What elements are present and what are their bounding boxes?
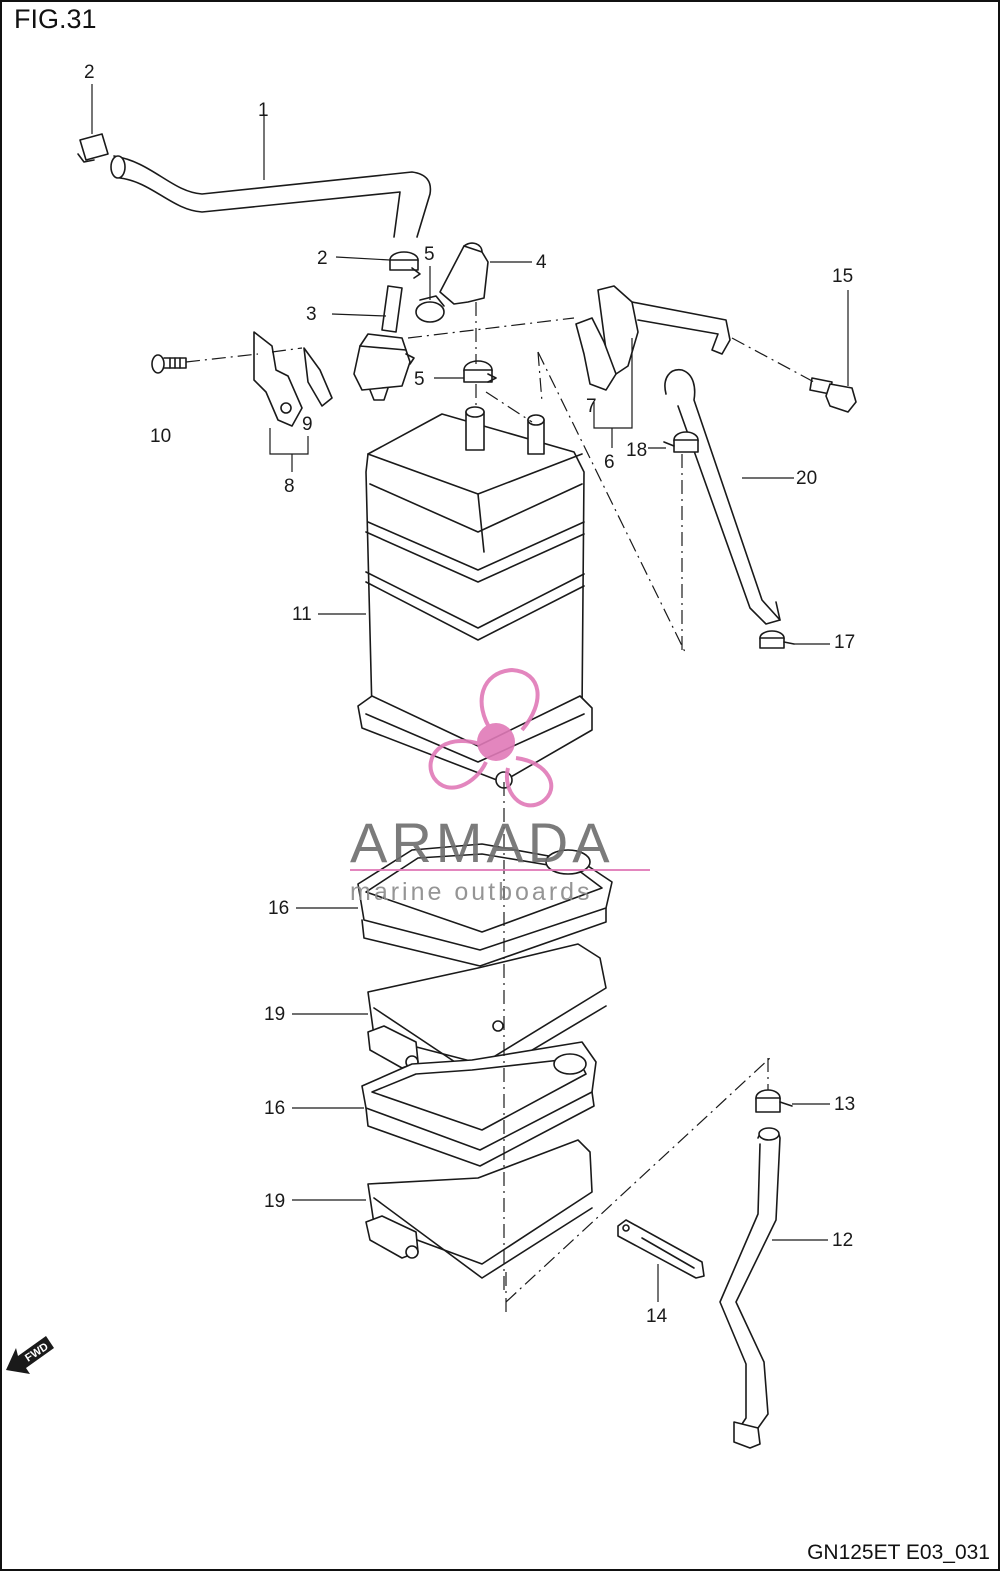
figure-title: FIG.31 — [14, 4, 97, 34]
part-3-valve — [353, 285, 415, 401]
part-2-clamp-top — [77, 133, 109, 163]
fwd-arrow-icon: FWD — [6, 1336, 54, 1374]
part-17-clamp — [759, 630, 795, 649]
part-7-plate — [575, 317, 617, 391]
callout-7: 7 — [586, 396, 597, 417]
part-1-hose — [110, 155, 432, 238]
callout-11: 11 — [292, 604, 312, 625]
callout-4: 4 — [536, 252, 547, 273]
callout-18: 18 — [626, 440, 647, 461]
part-4-elbow-hose — [439, 242, 489, 305]
callout-17: 17 — [834, 632, 855, 653]
callout-16-upper: 16 — [268, 898, 289, 919]
callout-15: 15 — [832, 266, 853, 287]
callout-16-lower: 16 — [264, 1098, 285, 1119]
part-8-bracket — [253, 331, 303, 427]
assembly-lines — [185, 302, 815, 1312]
part-10-screw — [151, 354, 187, 374]
callout-6: 6 — [604, 452, 615, 473]
callout-10: 10 — [150, 426, 171, 447]
callout-20: 20 — [796, 468, 817, 489]
watermark-tagline: marine outboards — [350, 878, 593, 906]
part-9-plate — [303, 347, 333, 407]
callout-5-upper: 5 — [424, 244, 435, 265]
callout-13: 13 — [834, 1094, 855, 1115]
callout-8: 8 — [284, 476, 295, 497]
part-5-clamp-upper — [415, 295, 445, 323]
part-20-hose — [664, 369, 781, 625]
part-6-bracket — [597, 285, 731, 375]
part-12-hose — [719, 1127, 781, 1449]
callout-3: 3 — [306, 304, 317, 325]
watermark-brand: ARMADA — [350, 811, 614, 874]
part-11-canister — [357, 406, 593, 789]
callout-2-top: 2 — [84, 62, 95, 83]
callout-14: 14 — [646, 1306, 668, 1327]
part-5-clamp-lower — [463, 360, 497, 383]
part-13-clamp — [755, 1089, 793, 1113]
callout-19-lower: 19 — [264, 1191, 285, 1212]
armada-watermark: ARMADA marine outboards — [350, 667, 650, 906]
callout-2-center: 2 — [317, 248, 328, 269]
part-2-clamp-center — [389, 251, 421, 279]
part-15-bolt — [809, 377, 857, 413]
callout-12: 12 — [832, 1230, 853, 1251]
part-14-strap — [617, 1219, 705, 1279]
part-16-plate-lower — [361, 1041, 597, 1167]
part-18-clamp — [663, 431, 699, 453]
propeller-logo-icon — [428, 667, 554, 808]
figure-code: GN125ET E03_031 — [807, 1541, 990, 1564]
callout-19-upper: 19 — [264, 1004, 285, 1025]
callout-1: 1 — [258, 100, 269, 121]
part-19-band-lower — [365, 1139, 593, 1279]
callout-9: 9 — [302, 414, 313, 435]
callouts: 2 1 2 5 4 3 5 15 10 9 8 7 6 18 20 17 11 … — [84, 62, 855, 1327]
leader-lines — [91, 84, 849, 1302]
callout-5-lower: 5 — [414, 369, 425, 390]
